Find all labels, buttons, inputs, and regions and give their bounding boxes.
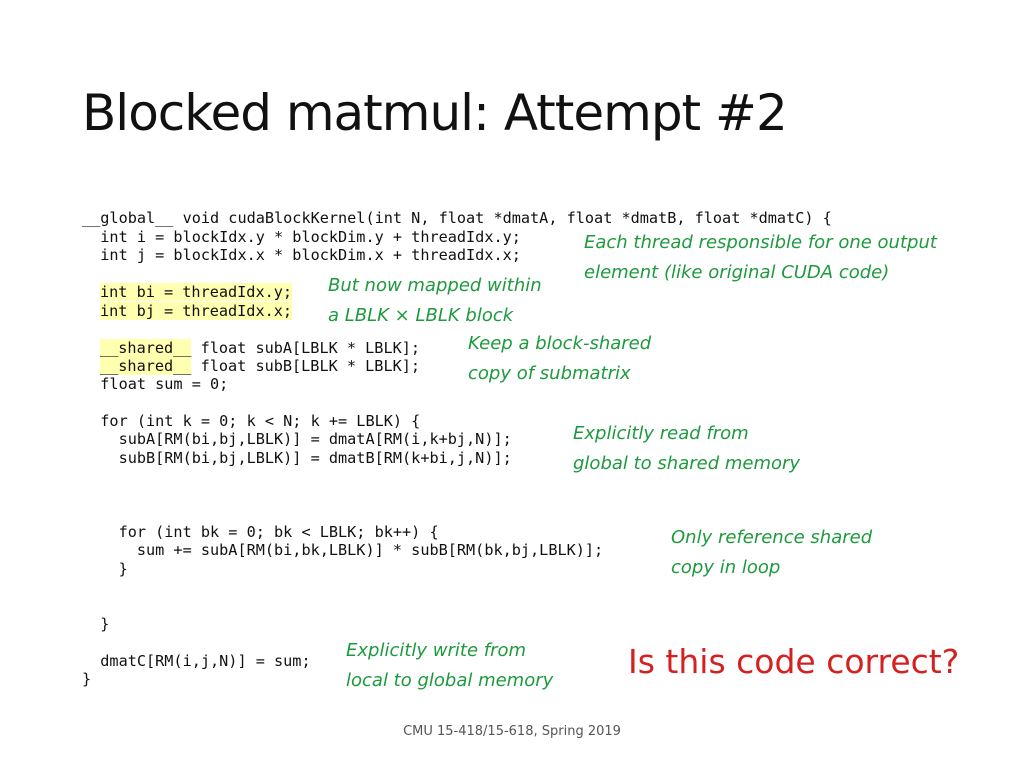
code-fragment: float subA[LBLK * LBLK];	[191, 339, 421, 357]
code-line: __global__ void cudaBlockKernel(int N, f…	[82, 209, 832, 227]
code-line: dmatC[RM(i,j,N)] = sum;	[82, 652, 311, 670]
code-line-highlighted: int bi = threadIdx.y;	[100, 283, 293, 301]
code-line: int i = blockIdx.y * blockDim.y + thread…	[82, 228, 521, 246]
annotation-block-mapping: But now mapped within a LBLK × LBLK bloc…	[328, 275, 542, 326]
annotation-output-element: Each thread responsible for one output e…	[584, 232, 937, 283]
annotation-shared-loop: Only reference shared copy in loop	[671, 527, 873, 578]
code-line: }	[82, 670, 92, 688]
annotation-read-global: Explicitly read from global to shared me…	[573, 423, 801, 474]
code-line: subB[RM(bi,bj,LBLK)] = dmatB[RM(k+bi,j,N…	[82, 449, 512, 467]
code-line-highlighted: int bj = threadIdx.x;	[100, 302, 293, 320]
shared-keyword: __shared__	[100, 339, 192, 357]
code-line: float sum = 0;	[82, 375, 229, 393]
code-line: __shared__ float subB[LBLK * LBLK];	[100, 357, 420, 375]
question-text: Is this code correct?	[628, 642, 960, 681]
code-line: int j = blockIdx.x * blockDim.x + thread…	[82, 246, 521, 264]
slide-title: Blocked matmul: Attempt #2	[82, 84, 788, 142]
code-line: for (int k = 0; k < N; k += LBLK) {	[82, 412, 421, 430]
code-line: subA[RM(bi,bj,LBLK)] = dmatA[RM(i,k+bj,N…	[82, 430, 512, 448]
annotation-shared-copy: Keep a block-shared copy of submatrix	[468, 333, 652, 384]
code-fragment: float subB[LBLK * LBLK];	[191, 357, 421, 375]
code-line: }	[82, 560, 128, 578]
slide-footer: CMU 15-418/15-618, Spring 2019	[403, 724, 621, 739]
annotation-write-global: Explicitly write from local to global me…	[346, 640, 554, 691]
code-line: __shared__ float subA[LBLK * LBLK];	[100, 339, 420, 357]
code-line: for (int bk = 0; bk < LBLK; bk++) {	[82, 523, 439, 541]
code-line: sum += subA[RM(bi,bk,LBLK)] * subB[RM(bk…	[82, 541, 604, 559]
shared-keyword: __shared__	[100, 357, 192, 375]
code-line: }	[82, 615, 110, 633]
